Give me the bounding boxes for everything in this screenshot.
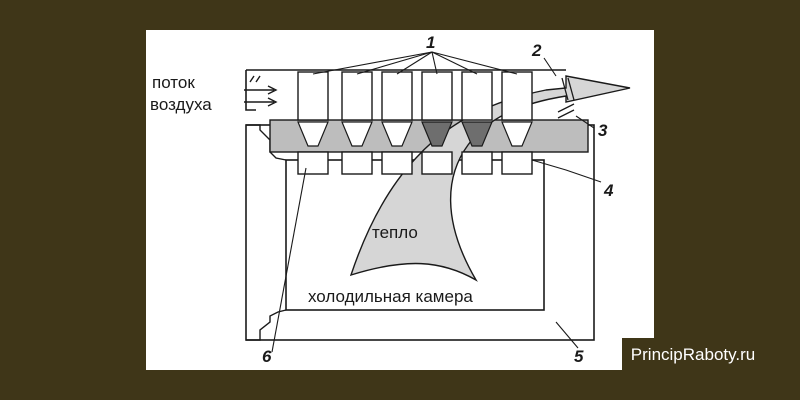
door-seal-bottom	[246, 309, 287, 341]
air-inlet-arrows	[244, 75, 278, 107]
air-flow-label-line2: воздуха	[150, 95, 212, 114]
site-watermark: PrincipRaboty.ru	[622, 338, 764, 372]
callout-leaders	[271, 51, 602, 353]
callout-4: 4	[603, 181, 614, 200]
air-flow-label-line1: поток	[152, 73, 195, 92]
callout-6: 6	[262, 347, 272, 366]
cold-chamber-label: холодильная камера	[308, 287, 473, 306]
callout-5: 5	[574, 347, 584, 366]
callout-3: 3	[598, 121, 608, 140]
diagram-frame: поток воздуха тепло холодильная камера 1…	[146, 30, 654, 370]
duct-left-wall	[245, 80, 256, 111]
heat-label: тепло	[372, 223, 418, 242]
callout-2: 2	[531, 41, 542, 60]
fan-symbol	[557, 77, 575, 119]
peltier-modules	[297, 71, 533, 175]
callout-1: 1	[426, 33, 435, 52]
thermoelectric-cooler-diagram: поток воздуха тепло холодильная камера 1…	[150, 33, 631, 366]
